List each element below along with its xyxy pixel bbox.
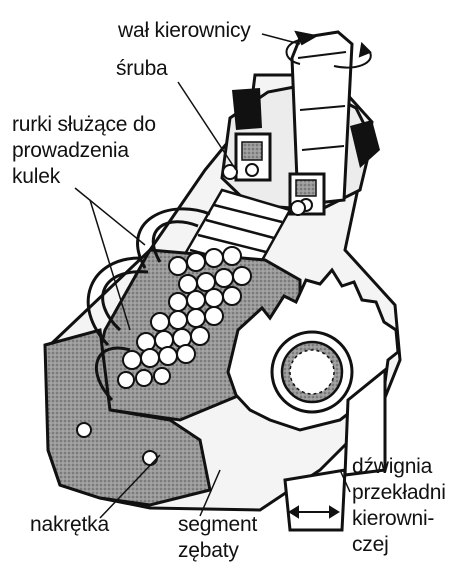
label-steering-arm-line-3: kierowni- bbox=[352, 507, 435, 530]
label-ball-tubes-line-1: rurki służące do bbox=[12, 113, 156, 136]
rotation-arrow-icon bbox=[285, 30, 372, 69]
lower-housing bbox=[43, 328, 212, 507]
label-ball-tubes-line-2: prowadzenia bbox=[12, 139, 129, 162]
label-ball-tubes: rurki służące do prowadzenia kulek bbox=[12, 112, 156, 190]
label-steering-arm-line-1: dźwignia bbox=[352, 455, 433, 478]
label-steering-shaft: wał kierownicy bbox=[118, 19, 251, 42]
label-toothed-segment: segment zębaty bbox=[178, 512, 257, 564]
label-nut: nakrętka bbox=[30, 513, 109, 536]
label-steering-arm-line-2: przekładni bbox=[352, 481, 446, 504]
label-steering-arm: dźwignia przekładni kierowni- czej bbox=[352, 454, 446, 558]
label-ball-tubes-line-3: kulek bbox=[12, 165, 61, 188]
ball-guide-tubes bbox=[86, 207, 211, 402]
label-toothed-segment-line-2: zębaty bbox=[178, 539, 239, 562]
upper-bearings bbox=[222, 132, 326, 216]
double-arrow-icon bbox=[288, 505, 340, 519]
label-steering-arm-line-4: czej bbox=[352, 533, 389, 556]
toothed-segment bbox=[226, 267, 400, 432]
recirculating-balls bbox=[76, 246, 252, 466]
leader-lines bbox=[74, 33, 351, 519]
label-screw: śruba bbox=[116, 57, 168, 80]
label-toothed-segment-line-1: segment bbox=[178, 513, 258, 536]
